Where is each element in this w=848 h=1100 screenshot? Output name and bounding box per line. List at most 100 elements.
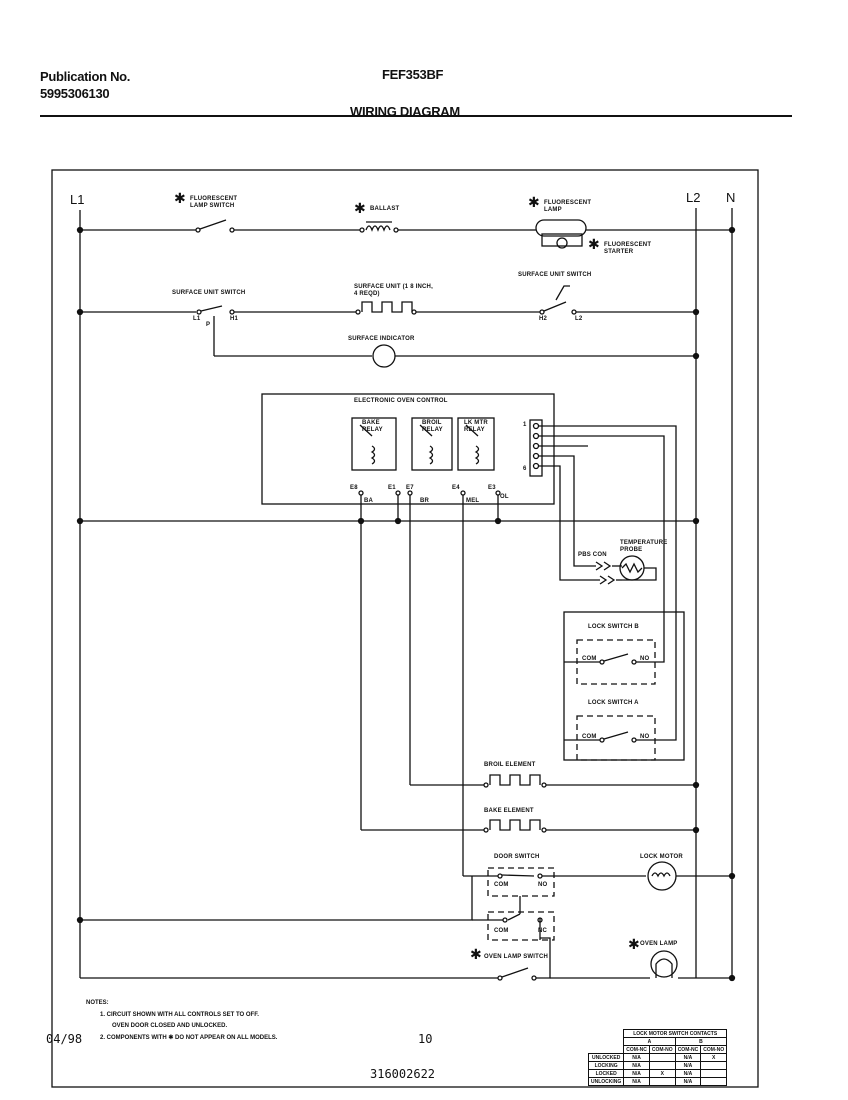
optional-marker: ✱ <box>628 936 640 952</box>
terminal-l2: L2 <box>575 316 583 322</box>
bake-relay-label: BAKE RELAY <box>362 420 383 433</box>
table-row-label: UNLOCKED <box>587 1053 625 1062</box>
starter-bulb <box>556 237 568 249</box>
oven-lamp-label: OVEN LAMP <box>640 941 678 947</box>
door-switch-top-box <box>487 867 555 897</box>
table-cell <box>700 1069 728 1078</box>
diagram-frame <box>51 169 759 1088</box>
terminal-e8: E8 <box>350 485 358 491</box>
door-com-label-2: COM <box>494 928 509 934</box>
eoc-box <box>261 393 555 505</box>
eoc-label: ELECTRONIC OVEN CONTROL <box>354 398 448 404</box>
publication-number: 5995306130 <box>40 86 110 101</box>
fl-switch-contact-1 <box>195 227 201 233</box>
broil-element-label: BROIL ELEMENT <box>484 762 536 768</box>
model-number: FEF353BF <box>382 67 444 82</box>
terminal-mel: MEL <box>466 498 480 504</box>
table-cell <box>648 1061 676 1070</box>
terminal-ba: BA <box>364 498 374 504</box>
surface-switch-left-label: SURFACE UNIT SWITCH <box>172 290 246 296</box>
fl-switch-blade <box>199 219 227 230</box>
table-row-label: LOCKING <box>587 1061 625 1070</box>
fluorescent-lamp-tube <box>535 219 587 237</box>
terminal-br: BR <box>420 498 430 504</box>
surface-indicator-lamp <box>372 344 396 368</box>
table-cell: N/A <box>623 1061 650 1070</box>
optional-marker: ✱ <box>528 194 540 210</box>
table-corner <box>588 1029 625 1054</box>
fluorescent-lamp-label: FLUORESCENT LAMP <box>544 200 592 213</box>
terminal-ol: OL <box>500 494 509 500</box>
table-title: LOCK MOTOR SWITCH CONTACTS <box>623 1029 728 1038</box>
footer-part-number: 316002622 <box>370 1067 436 1081</box>
table-row-label: UNLOCKING <box>587 1077 625 1086</box>
door-switch-bottom-box <box>487 911 555 941</box>
lock-motor-label: LOCK MOTOR <box>640 854 683 860</box>
terminal-p: P <box>206 322 211 328</box>
bake-element-symbol <box>489 819 541 831</box>
table-cell: X <box>700 1053 728 1062</box>
table-cell <box>700 1077 728 1086</box>
l1-rail-label: L1 <box>70 192 85 207</box>
broil-relay-box <box>411 417 453 471</box>
table-sub-a-no: COM-NO <box>648 1045 676 1054</box>
oven-lamp-switch-label: OVEN LAMP SWITCH <box>484 954 549 960</box>
table-cell <box>648 1077 676 1086</box>
lock-switch-a-label: LOCK SWITCH A <box>588 700 639 706</box>
table-cell: X <box>648 1069 676 1078</box>
ballast-label: BALLAST <box>370 206 400 212</box>
table-cell: N/A <box>623 1069 650 1078</box>
table-cell: N/A <box>674 1061 702 1070</box>
oven-lamp-symbol <box>650 950 678 978</box>
pbs-label: PBS CON <box>578 552 607 558</box>
temperature-probe-label: TEMPERATURE PROBE <box>620 540 668 553</box>
table-cell: N/A <box>674 1077 702 1086</box>
lock-b-com-label: COM <box>582 656 597 662</box>
table-cell <box>648 1053 676 1062</box>
note-1-cont: OVEN DOOR CLOSED AND UNLOCKED. <box>112 1023 228 1029</box>
ballast-coil <box>365 225 391 232</box>
terminal-e3: E3 <box>488 485 496 491</box>
optional-marker: ✱ <box>588 236 600 252</box>
surface-unit-element <box>361 301 413 313</box>
bake-element-label: BAKE ELEMENT <box>484 808 534 814</box>
lock-a-nc-label: NO <box>640 734 650 740</box>
note-2: 2. COMPONENTS WITH ✱ DO NOT APPEAR ON AL… <box>100 1035 278 1041</box>
table-cell <box>700 1061 728 1070</box>
table-cell: N/A <box>623 1077 650 1086</box>
lock-relay-label: LK MTR RELAY <box>464 420 488 433</box>
table-row-label: LOCKED <box>587 1069 625 1078</box>
surface-unit-label: SURFACE UNIT (1 8 INCH, 4 REQD) <box>354 284 433 297</box>
door-nc-label: NC <box>538 928 548 934</box>
door-switch-label: DOOR SWITCH <box>494 854 540 860</box>
footer-page: 10 <box>418 1032 433 1046</box>
surface-indicator-label: SURFACE INDICATOR <box>348 336 415 342</box>
terminal-pin-6: 6 <box>523 466 527 472</box>
table-col-b: B <box>674 1037 728 1046</box>
lock-b-no-label: NO <box>640 656 650 662</box>
lock-switch-b-label: LOCK SWITCH B <box>588 624 639 630</box>
lock-motor-contacts-table: LOCK MOTOR SWITCH CONTACTS A B COM-NC CO… <box>587 1029 728 1086</box>
lock-switch-a-box <box>576 715 656 761</box>
terminal-e7: E7 <box>406 485 414 491</box>
table-cell: N/A <box>623 1053 650 1062</box>
table-sub-b-nc: COM-NC <box>674 1045 702 1054</box>
thermal-switch-mark <box>555 285 570 301</box>
n-rail-label: N <box>726 190 736 205</box>
notes-title: NOTES: <box>86 1000 109 1006</box>
broil-relay-label: BROIL RELAY <box>422 420 443 433</box>
table-col-a: A <box>623 1037 676 1046</box>
table-cell: N/A <box>674 1053 702 1062</box>
broil-element-symbol <box>489 774 541 786</box>
terminal-e4: E4 <box>452 485 460 491</box>
door-com-label: COM <box>494 882 509 888</box>
table-sub-a-nc: COM-NC <box>623 1045 650 1054</box>
lock-a-com-label: COM <box>582 734 597 740</box>
terminal-h1: H1 <box>230 316 239 322</box>
terminal-e1: E1 <box>388 485 396 491</box>
table-sub-b-no: COM-NO <box>700 1045 728 1054</box>
optional-marker: ✱ <box>470 946 482 962</box>
bake-relay-box <box>351 417 397 471</box>
terminal-pin-1: 1 <box>523 422 527 428</box>
